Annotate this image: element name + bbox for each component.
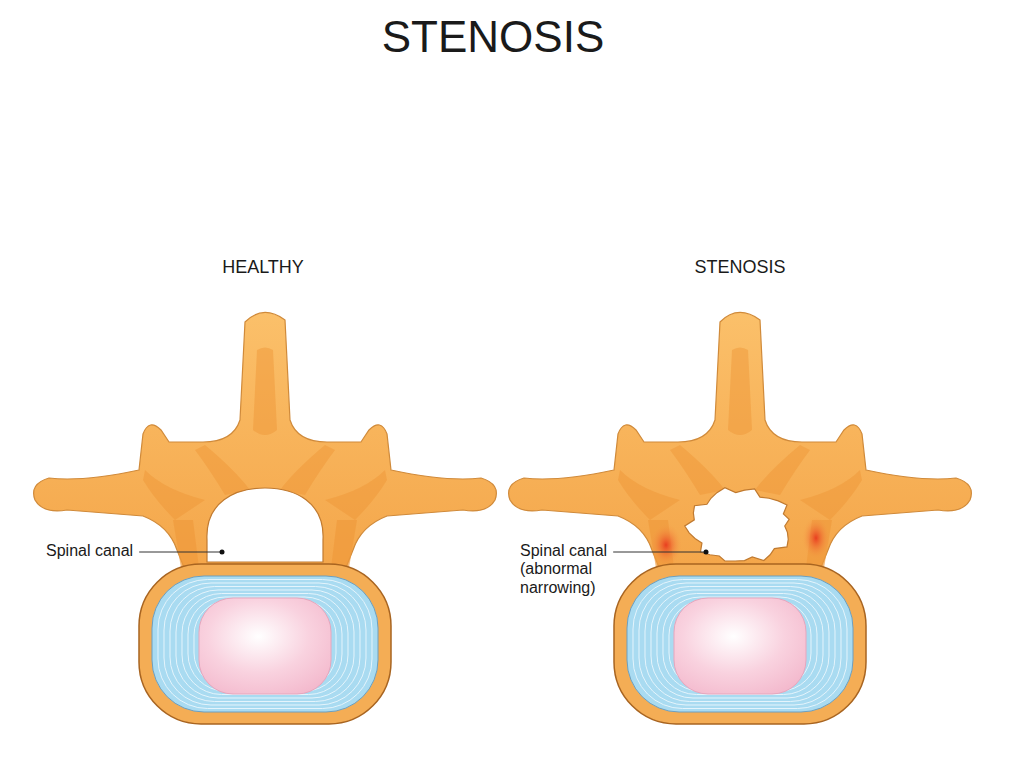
panel-heading: STENOSIS (640, 257, 840, 278)
stenotic-vertebra (509, 312, 972, 724)
spinal-canal (207, 488, 323, 562)
bone-shading (143, 470, 205, 520)
annulus-ring (633, 580, 847, 709)
inflammation (802, 516, 830, 560)
leader-dot (220, 550, 225, 555)
nucleus-pulposus (199, 598, 331, 694)
healthy-vertebra (34, 312, 497, 724)
annulus-ring (651, 590, 829, 698)
bone-shading (618, 470, 680, 520)
annulus-ring (164, 583, 366, 705)
annulus-ring (645, 587, 835, 702)
vertebral-arch (34, 312, 497, 570)
bone-shading (755, 445, 810, 495)
inflammation (650, 523, 682, 567)
bone-shading (325, 470, 387, 520)
annulus-ring (176, 590, 354, 698)
annulus-fibrosus (627, 576, 853, 712)
panel-heading: HEALTHY (163, 257, 363, 278)
bone-shading (253, 348, 277, 436)
pedicle (173, 520, 199, 568)
annulus-ring (639, 583, 841, 705)
bone-shading (670, 445, 725, 495)
leader-dot (704, 550, 709, 555)
bone-shading (195, 445, 250, 495)
title: STENOSIS (0, 12, 986, 62)
pedicle (331, 520, 357, 568)
narrowed-canal (685, 488, 789, 561)
nucleus-pulposus (674, 598, 806, 694)
annulus-fibrosus (152, 576, 378, 712)
leader-line (613, 552, 706, 553)
vertebral-body (614, 564, 866, 724)
part-label: Spinal canal (abnormal narrowing) (520, 542, 620, 597)
leader-line (139, 552, 222, 553)
annulus-ring (657, 594, 823, 695)
annulus-ring (158, 580, 372, 709)
bone-shading (728, 348, 752, 436)
bone-shading (800, 470, 862, 520)
part-label: Spinal canal (46, 542, 156, 560)
bone-shading (280, 445, 335, 495)
annulus-ring (182, 594, 348, 695)
vertebral-body (139, 564, 391, 724)
vertebral-arch (509, 312, 972, 570)
annulus-ring (170, 587, 360, 702)
